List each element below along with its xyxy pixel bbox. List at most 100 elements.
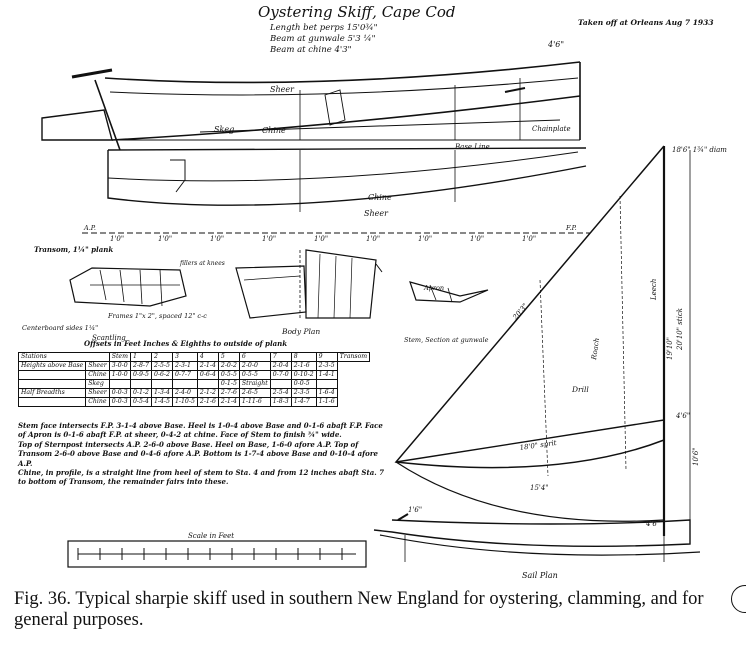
offset-cell: 3-0-0 — [108, 361, 131, 371]
row-label-cell: Sheer — [85, 361, 110, 371]
row-group-cell: Heights above Base — [17, 361, 87, 371]
transom-title: Transom, 1¼" plank — [34, 245, 113, 254]
header-cell: 7 — [269, 352, 292, 362]
offset-cell: 2-1-6 — [196, 397, 219, 407]
half-breadth-view — [107, 147, 587, 212]
row-label-cell: Skeg — [85, 379, 110, 389]
leech-label: Leech — [650, 279, 658, 301]
table-row: Half Breadths Sheer 0-0-3 0-1-2 1-3-4 2-… — [17, 388, 370, 398]
station-space-2: 1'0" — [158, 235, 172, 243]
chine-label: Chine — [262, 126, 286, 135]
offset-cell: 2-6-5 — [238, 388, 271, 398]
offset-cell: 0-5-5 — [238, 370, 271, 380]
fillers-label: fillers at knees — [179, 260, 225, 267]
station-space-6: 1'0" — [366, 235, 380, 243]
offset-cell: 0-0-5 — [290, 379, 317, 389]
offset-cell: 0-6-2 — [150, 370, 173, 380]
offset-cell: 2-5-5 — [150, 361, 173, 371]
roach-label: Roach — [590, 337, 601, 361]
header-cell: 5 — [217, 352, 240, 362]
sprit-dimension: 18'0" sprit — [519, 439, 557, 452]
offset-cell: 1-4-1 — [315, 370, 338, 380]
note-sternpost: Top of Sternpost intersects A.P. 2-6-0 a… — [18, 439, 378, 468]
offset-cell: Straight — [238, 379, 271, 389]
offset-cell: 2-3-1 — [171, 361, 198, 371]
construction-notes: Stem face intersects F.P. 3-1-4 above Ba… — [18, 421, 390, 487]
offset-cell: 0-7-7 — [171, 370, 198, 380]
luff-dimension: 20'3" — [511, 302, 530, 322]
body-plan — [235, 249, 383, 320]
offset-cell: 0-5-4 — [129, 397, 152, 407]
sheer-hb-label: Sheer — [364, 209, 389, 218]
skeg-label: Skeg — [214, 125, 234, 134]
offset-cell: 0-1-5 — [217, 379, 240, 389]
offset-cell: 2-3-5 — [315, 361, 338, 371]
sail-plan-label: Sail Plan — [522, 571, 558, 580]
header-cell: Stations — [18, 352, 110, 362]
header-cell: 9 — [315, 352, 338, 362]
body-plan-label: Body Plan — [281, 327, 320, 336]
offset-cell: 2-8-7 — [129, 361, 152, 371]
table-row: Skeg 0-1-5 Straight 0-0-5 — [17, 379, 370, 389]
row-label-cell: Sheer — [85, 388, 110, 398]
header-cell: 4 — [196, 352, 219, 362]
row-group-cell: Half Breadths — [17, 388, 87, 398]
drawing-title: Oystering Skiff, Cape Cod — [258, 3, 455, 21]
beam-gunwale-spec: Beam at gunwale 5'3 ¼" — [269, 33, 376, 44]
offset-cell — [150, 379, 173, 389]
drill-label: Drill — [571, 385, 589, 394]
table-row: Heights above Base Sheer 3-0-0 2-8-7 2-5… — [17, 361, 370, 371]
dim-c: 10'6" — [692, 447, 700, 466]
offset-cell: 1-6-4 — [315, 388, 338, 398]
row-label-cell: Chine — [85, 397, 110, 407]
offset-cell: 0-0-3 — [108, 388, 131, 398]
scale-bar: Scale in Feet — [67, 532, 367, 568]
foot-dimension: 15'4" — [530, 484, 549, 492]
station-space-4: 1'0" — [262, 235, 276, 243]
offset-cell: 0-0-3 — [108, 397, 131, 407]
offset-cell: 1-4-5 — [150, 397, 173, 407]
offset-cell: 2-0-4 — [269, 361, 292, 371]
offset-cell: 2-1-4 — [217, 397, 240, 407]
header-cell: 1 — [129, 352, 152, 362]
offsets-title: Offsets in Feet Inches & Eighths to outs… — [84, 339, 287, 348]
offset-cell — [129, 379, 152, 389]
masthead-label: 18'6" 1¾" diam — [672, 146, 727, 154]
station-space-8: 1'0" — [470, 235, 484, 243]
station-space-3: 1'0" — [210, 235, 224, 243]
offset-cell: 2-4-0 — [171, 388, 198, 398]
offset-cell: 2-5-4 — [269, 388, 292, 398]
sheer-label: Sheer — [270, 85, 295, 94]
offset-cell: 1-10-5 — [171, 397, 198, 407]
fwd-perp-label: F.P. — [565, 224, 577, 232]
table-row: Chine 0-0-3 0-5-4 1-4-5 1-10-5 2-1-6 2-1… — [17, 397, 370, 407]
apron-label: Apron — [423, 284, 444, 292]
sail-plan — [373, 145, 701, 562]
offset-cell — [315, 379, 338, 389]
base-line-label: Base Line — [454, 143, 490, 151]
note-stem: Stem face intersects F.P. 3-1-4 above Ba… — [18, 421, 383, 440]
station-dimension-line: A.P. F.P. 1'0" 1'0" 1'0" 1'0" 1'0" 1'0" … — [82, 224, 590, 243]
offset-cell: 2-1-6 — [290, 361, 317, 371]
length-spec: Length bet perps 15'0¾" — [269, 22, 378, 33]
stem-section-label: Stem, Section at gunwale — [404, 336, 489, 344]
offsets-table: Stations Stem 1 2 3 4 5 6 7 8 9 Transom … — [17, 352, 371, 407]
offset-cell: 1-1-6 — [315, 397, 338, 407]
offset-cell: 0-7-0 — [269, 370, 292, 380]
offset-cell: 1-11-6 — [238, 397, 271, 407]
header-cell: 6 — [238, 352, 271, 362]
table-row: Chine 1-0-0 0-9-5 0-6-2 0-7-7 0-6-4 0-5-… — [17, 370, 370, 380]
offset-cell: 1-0-0 — [108, 370, 131, 380]
chainplate-label: Chainplate — [532, 125, 571, 133]
header-cell: 2 — [150, 352, 173, 362]
offsets-header-row: Stations Stem 1 2 3 4 5 6 7 8 9 Transom — [18, 352, 371, 362]
offset-cell: 2-1-4 — [196, 361, 219, 371]
height-dimension: 4'6" — [547, 40, 564, 49]
profile-view — [41, 61, 581, 151]
row-group-cell — [17, 397, 87, 407]
dim-d: 1'6" — [408, 506, 422, 514]
row-label-cell: Chine — [85, 370, 110, 380]
mast-dimension: 19'10" — [666, 337, 674, 360]
